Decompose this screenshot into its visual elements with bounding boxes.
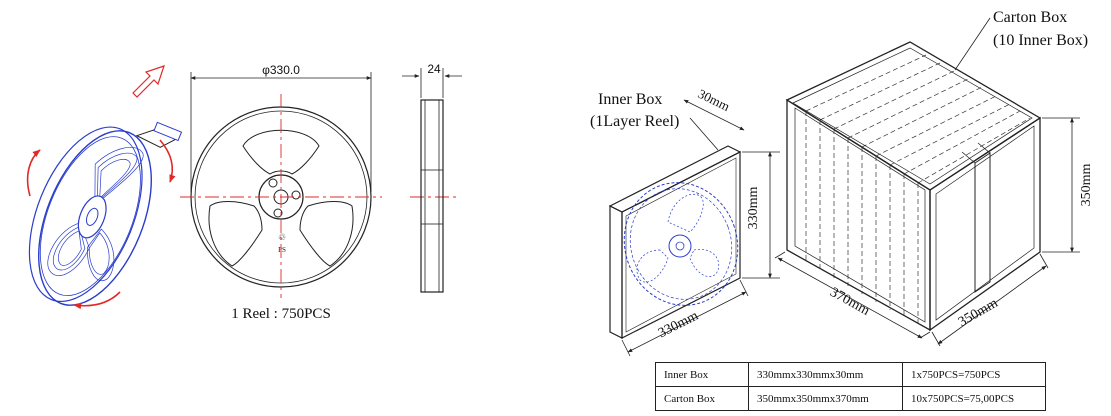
table-row: Inner Box 330mmx330mmx30mm 1x750PCS=750P… <box>655 362 1046 387</box>
reel-width-label: 24 <box>427 62 441 76</box>
carton-box <box>785 41 1042 332</box>
table-cell: 1x750PCS=750PCS <box>902 362 1046 387</box>
carton-length-label: 370mm <box>827 285 872 319</box>
svg-text:♲: ♲ <box>278 232 286 242</box>
diameter-label: φ330.0 <box>262 63 300 77</box>
carton-width-dimension <box>931 253 1049 347</box>
inner-thickness-dimension <box>683 99 745 131</box>
inner-title-line2: (1Layer Reel) <box>590 113 679 130</box>
carton-title-line2: (10 Inner Box) <box>993 32 1088 49</box>
reel-quantity-label: 1 Reel : 750PCS <box>231 306 331 322</box>
diameter-dimension <box>190 72 372 192</box>
carton-leader-line <box>954 17 991 71</box>
carton-inner-divisions <box>805 54 1031 324</box>
carton-length-dimension <box>774 251 931 339</box>
table-row: Carton Box 350mmx350mmx370mm 10x750PCS=7… <box>655 386 1046 411</box>
center-lines <box>180 94 456 298</box>
rotation-arrow-right <box>159 139 176 183</box>
isometric-reel <box>28 121 183 306</box>
svg-text:PS: PS <box>278 246 286 254</box>
carton-height-label: 350mm <box>1079 164 1094 207</box>
table-cell: Inner Box <box>655 362 749 387</box>
table-cell: 330mmx330mmx30mm <box>748 362 903 387</box>
inner-width-dimension <box>621 279 749 357</box>
table-cell: Carton Box <box>655 386 749 411</box>
inner-width-label: 330mm <box>656 308 701 341</box>
inner-leader-line <box>689 117 719 151</box>
inner-height-dimension <box>742 151 780 279</box>
table-cell: 10x750PCS=75,00PCS <box>902 386 1046 411</box>
table-cell: 350mmx350mmx370mm <box>748 386 903 411</box>
inner-box-reel <box>623 182 739 306</box>
rotation-arrow-bottom <box>73 291 121 310</box>
rotation-arrow-left <box>26 149 41 197</box>
reel-side-view <box>402 68 462 293</box>
carton-height-dimension <box>1042 117 1080 253</box>
packing-spec-table: Inner Box 330mmx330mmx30mm 1x750PCS=750P… <box>655 362 1046 411</box>
inner-title-line1: Inner Box <box>598 91 662 108</box>
carton-width-label: 350mm <box>956 296 1001 330</box>
inner-height-label: 330mm <box>746 187 761 230</box>
feed-direction-arrow <box>132 65 165 98</box>
inner-box <box>608 145 742 339</box>
inner-thickness-label: 30mm <box>696 86 732 114</box>
carton-title-line1: Carton Box <box>993 9 1067 26</box>
